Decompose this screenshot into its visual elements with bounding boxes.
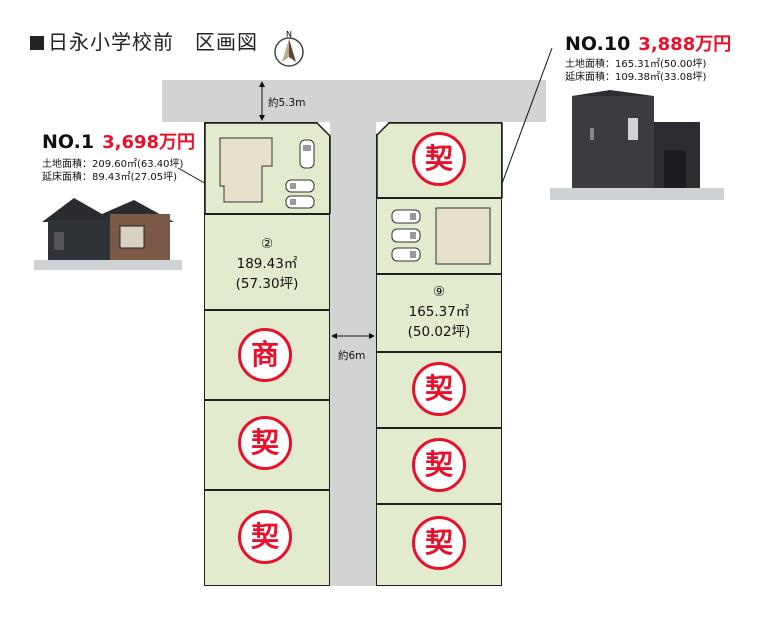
contracted-stamp: 契 bbox=[238, 416, 292, 470]
lot-9-number: ⑨ bbox=[432, 284, 446, 300]
north-road bbox=[162, 80, 546, 122]
car-icon bbox=[299, 139, 315, 169]
contracted-stamp: 契 bbox=[412, 516, 466, 570]
lot-2-area-m2: 189.43㎡ bbox=[236, 256, 298, 272]
house-right-header: NO.10 3,888万円 bbox=[565, 30, 731, 56]
contracted-stamp: 契 bbox=[412, 362, 466, 416]
compass-label: N bbox=[286, 30, 292, 39]
car-icon bbox=[391, 247, 421, 262]
lot-9[interactable] bbox=[376, 274, 502, 352]
car-icon bbox=[391, 228, 421, 243]
house-left-land-area: 土地面積：209.60㎡(63.40坪) bbox=[42, 159, 184, 170]
commercial-stamp: 商 bbox=[238, 328, 292, 382]
lot-3[interactable] bbox=[204, 310, 330, 400]
house-left-price: 3,698万円 bbox=[102, 132, 196, 153]
house-right-floor-area: 延床面積：109.38㎡(33.08坪) bbox=[565, 72, 707, 83]
center-road bbox=[330, 118, 376, 586]
lot-9-area-m2: 165.37㎡ bbox=[408, 304, 470, 320]
house-left-floor-area: 延床面積：89.43㎡(27.05坪) bbox=[42, 172, 178, 183]
car-icon bbox=[285, 195, 315, 209]
north-compass-icon: N bbox=[272, 30, 306, 74]
house-left-specs: 土地面積：209.60㎡(63.40坪) 延床面積：89.43㎡(27.05坪) bbox=[42, 158, 183, 184]
lot-11-plan bbox=[391, 207, 491, 265]
house-right-land-area: 土地面積：165.31㎡(50.00坪) bbox=[565, 59, 707, 70]
lot-1-plan bbox=[219, 137, 315, 209]
contracted-stamp: 契 bbox=[412, 438, 466, 492]
car-icon bbox=[285, 179, 315, 193]
lot-10-outline bbox=[376, 122, 503, 198]
house-left-number: NO.1 bbox=[42, 131, 95, 153]
lot-9-info: ⑨ 165.37㎡ (50.02坪) bbox=[376, 282, 502, 342]
lot-2-info: ② 189.43㎡ (57.30坪) bbox=[204, 234, 330, 294]
center-road-width: 約6m bbox=[338, 350, 366, 362]
house-left-photo bbox=[34, 198, 182, 270]
house-left-header: NO.1 3,698万円 bbox=[42, 128, 195, 154]
house-right-specs: 土地面積：165.31㎡(50.00坪) 延床面積：109.38㎡(33.08坪… bbox=[565, 58, 706, 84]
page-title: 日永小学校前 区画図 bbox=[30, 26, 258, 55]
contracted-stamp: 契 bbox=[412, 132, 466, 186]
house-right-number: NO.10 bbox=[565, 33, 631, 55]
house-right-photo bbox=[550, 90, 724, 200]
lot-2-area-tsubo: (57.30坪) bbox=[235, 276, 299, 292]
contracted-stamp: 契 bbox=[238, 510, 292, 564]
lot-2-number: ② bbox=[260, 236, 274, 252]
lot-1-outline bbox=[204, 122, 331, 214]
car-icon bbox=[391, 209, 421, 224]
north-road-width: 約5.3m bbox=[268, 97, 306, 109]
lot-9-area-tsubo: (50.02坪) bbox=[407, 324, 471, 340]
lot-2[interactable] bbox=[204, 214, 330, 310]
title-square-icon bbox=[30, 36, 44, 50]
title-text: 日永小学校前 区画図 bbox=[48, 30, 258, 54]
house-right-price: 3,888万円 bbox=[638, 34, 732, 55]
